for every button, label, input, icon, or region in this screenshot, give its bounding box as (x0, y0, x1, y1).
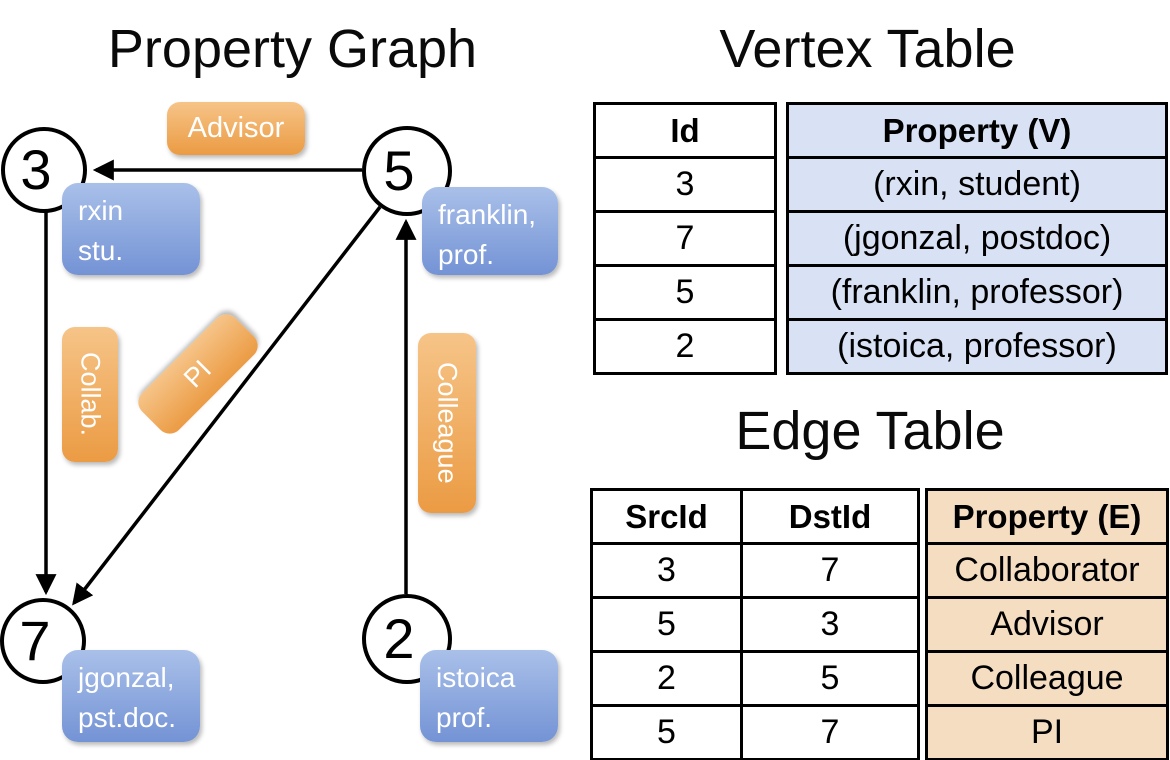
node-label-line1: rxin (78, 195, 124, 226)
table-cell: 3 (740, 596, 920, 653)
table-cell: 7 (740, 542, 920, 599)
node-circle-5: 5 (362, 126, 452, 216)
table-cell: Colleague (925, 650, 1169, 707)
vertex-id-table: Id 3 7 5 2 (593, 102, 777, 375)
node-id-2: 2 (383, 607, 415, 670)
node-id-5: 5 (383, 139, 415, 202)
table-cell: Advisor (925, 596, 1169, 653)
node-id-3: 3 (20, 138, 52, 201)
table-cell: 5 (593, 264, 777, 321)
edge-pi-line (72, 205, 382, 606)
table-cell: (rxin, student) (786, 156, 1168, 213)
edge-label-text: Advisor (187, 112, 285, 144)
table-cell: 2 (593, 318, 777, 375)
node-label-istoica: istoica prof. (420, 650, 558, 742)
node-label-line2: prof. (438, 238, 495, 270)
table-cell: (istoica, professor) (786, 318, 1168, 375)
table-cell: (franklin, professor) (786, 264, 1168, 321)
table-cell: 2 (590, 650, 743, 707)
node-label-line2: stu. (78, 234, 124, 266)
table-cell: Collaborator (925, 542, 1169, 599)
edge-property-header: Property (E) (925, 488, 1169, 545)
node-label-line1: istoica (436, 662, 516, 693)
edge-label-advisor: Advisor (167, 102, 305, 155)
table-cell: 5 (590, 596, 743, 653)
table-cell: 3 (593, 156, 777, 213)
node-label-line2: pst.doc. (78, 701, 177, 733)
edge-property-table: Property (E) Collaborator Advisor Collea… (925, 488, 1169, 760)
table-cell: (jgonzal, postdoc) (786, 210, 1168, 267)
node-label-line2: prof. (436, 701, 493, 733)
table-cell: 7 (740, 704, 920, 760)
node-label-franklin: franklin, prof. (422, 187, 558, 275)
table-cell: 7 (593, 210, 777, 267)
edge-srcid-header: SrcId (590, 488, 743, 545)
table-cell: 5 (590, 704, 743, 760)
vertex-id-header: Id (593, 102, 777, 159)
node-label-jgonzal: jgonzal, pst.doc. (62, 650, 200, 742)
edge-label-text: Collab. (75, 352, 106, 437)
edge-label-colleague: Colleague (418, 333, 476, 513)
vertex-property-table: Property (V) (rxin, student) (jgonzal, p… (786, 102, 1168, 375)
edge-label-text: Colleague (432, 362, 463, 484)
table-cell: 5 (740, 650, 920, 707)
edge-table-title: Edge Table (735, 401, 1005, 461)
graph-edges (35, 159, 417, 606)
edge-label-text: PI (178, 354, 218, 394)
table-cell: 3 (590, 542, 743, 599)
edge-label-collab: Collab. (62, 327, 118, 462)
edge-dstid-header: DstId (740, 488, 920, 545)
node-label-rxin: rxin stu. (62, 183, 200, 275)
vertex-property-header: Property (V) (786, 102, 1168, 159)
property-graph-title: Property Graph (107, 19, 478, 79)
node-label-line1: jgonzal, (78, 662, 175, 693)
node-label-line1: franklin, (438, 199, 537, 230)
table-cell: PI (925, 704, 1169, 760)
node-circle-2: 2 (362, 594, 452, 684)
vertex-table-title: Vertex Table (719, 19, 1016, 79)
edge-ids-table: SrcId DstId 3 7 5 3 2 5 5 7 (590, 488, 920, 760)
node-id-7: 7 (19, 609, 51, 672)
